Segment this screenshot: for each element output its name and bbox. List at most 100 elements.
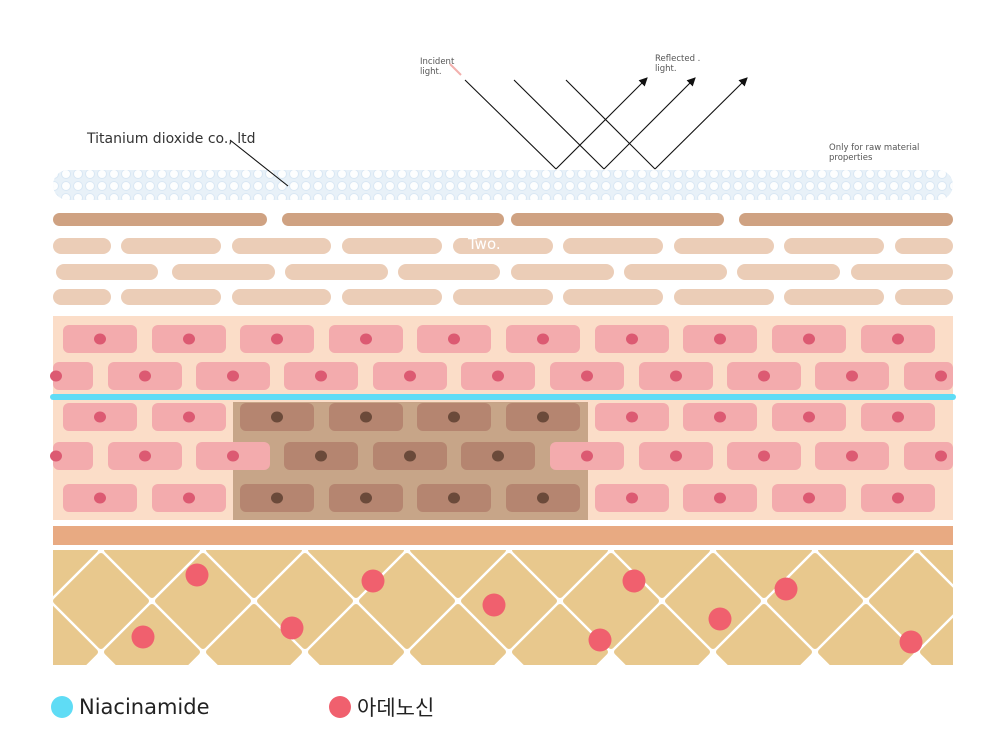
cell-nucleus-icon [271, 333, 283, 345]
legend-adenosine-label: 아데노신 [357, 696, 435, 720]
cell-nucleus-icon [448, 492, 460, 504]
adenosine-dot-icon [280, 616, 304, 640]
two-label: Two. [468, 235, 501, 253]
cell-nucleus-icon [846, 370, 858, 382]
stratum-top-strip [739, 213, 953, 226]
basement-membrane [53, 526, 953, 545]
cell-nucleus-icon [714, 333, 726, 345]
corneocyte [737, 264, 840, 280]
collagen-tile [410, 604, 506, 665]
cell-nucleus-icon [94, 411, 106, 423]
cell-nucleus-icon [183, 411, 195, 423]
cell-nucleus-icon [670, 370, 682, 382]
legend-niacinamide: Niacinamide [51, 695, 210, 719]
legend-adenosine: 아데노신 [329, 692, 434, 722]
corneocyte [674, 289, 774, 305]
legend-niacinamide-label: Niacinamide [79, 695, 210, 719]
cell-nucleus-icon [139, 450, 151, 462]
corneocyte [895, 238, 953, 254]
cell-nucleus-icon [537, 411, 549, 423]
corneocyte [121, 238, 221, 254]
cell-nucleus-icon [803, 492, 815, 504]
cell-nucleus-icon [935, 370, 947, 382]
corneocyte [563, 238, 663, 254]
cell-nucleus-icon [803, 333, 815, 345]
cell-nucleus-icon [626, 492, 638, 504]
corneocyte [398, 264, 500, 280]
cell-nucleus-icon [892, 333, 904, 345]
niacinamide-barrier-line [50, 394, 956, 400]
collagen-tile [512, 550, 608, 598]
cell-nucleus-icon [360, 333, 372, 345]
cell-nucleus-icon [404, 370, 416, 382]
reflected-light-label: Reflected . light. [655, 54, 701, 74]
collagen-tile [53, 553, 149, 649]
collagen-tile [920, 617, 953, 665]
cell-nucleus-icon [94, 333, 106, 345]
cell-nucleus-icon [404, 450, 416, 462]
cell-nucleus-icon [448, 411, 460, 423]
cell-nucleus-icon [537, 333, 549, 345]
adenosine-dot-icon [588, 628, 612, 652]
adenosine-dot-icon [185, 563, 209, 587]
collagen-tile [716, 550, 812, 598]
cell-nucleus-icon [183, 333, 195, 345]
collagen-tile [206, 550, 302, 598]
cell-nucleus-icon [892, 492, 904, 504]
adenosine-dot-icon [708, 607, 732, 631]
skin-layers-svg [50, 63, 956, 665]
corneocyte [53, 238, 111, 254]
stratum-top-strip [53, 213, 267, 226]
cell-nucleus-icon [492, 450, 504, 462]
cell-nucleus-icon [271, 492, 283, 504]
cell-nucleus-icon [227, 370, 239, 382]
adenosine-dot-icon [361, 569, 385, 593]
cell-nucleus-icon [50, 370, 62, 382]
raw-material-note: Only for raw material properties [829, 143, 920, 163]
cell-nucleus-icon [492, 370, 504, 382]
cell-nucleus-icon [271, 411, 283, 423]
incident-light-ray [513, 79, 605, 170]
keratinocyte-cell [904, 442, 953, 470]
corneocyte [121, 289, 221, 305]
cell-nucleus-icon [758, 450, 770, 462]
corneocyte [895, 289, 953, 305]
cell-nucleus-icon [537, 492, 549, 504]
adenosine-dot-icon [774, 577, 798, 601]
corneocyte [784, 238, 884, 254]
collagen-tile [920, 550, 953, 585]
collagen-tile [155, 553, 251, 649]
cell-nucleus-icon [581, 450, 593, 462]
cell-nucleus-icon [892, 411, 904, 423]
collagen-tile [461, 553, 557, 649]
collagen-tile [410, 550, 506, 598]
cell-nucleus-icon [626, 333, 638, 345]
keratinocyte-cell [53, 362, 93, 390]
cell-nucleus-icon [581, 370, 593, 382]
niacinamide-dot-icon [51, 696, 73, 718]
keratinocyte-cell [904, 362, 953, 390]
corneocyte [56, 264, 158, 280]
adenosine-dot-icon [329, 696, 351, 718]
corneocyte [511, 264, 614, 280]
cell-nucleus-icon [714, 411, 726, 423]
collagen-tile [308, 604, 404, 665]
incident-light-ray [464, 79, 557, 170]
cell-nucleus-icon [139, 370, 151, 382]
collagen-tile [818, 550, 914, 598]
adenosine-dot-icon [482, 593, 506, 617]
stratum-top-strip [282, 213, 504, 226]
reflected-light-ray [603, 77, 696, 170]
corneocyte [285, 264, 388, 280]
cell-nucleus-icon [448, 333, 460, 345]
cell-nucleus-icon [626, 411, 638, 423]
corneocyte [784, 289, 884, 305]
cell-nucleus-icon [714, 492, 726, 504]
collagen-tile [614, 604, 710, 665]
corneocyte [563, 289, 663, 305]
corneocyte [674, 238, 774, 254]
adenosine-dot-icon [899, 630, 923, 654]
corneocyte [851, 264, 953, 280]
collagen-tile [818, 604, 914, 665]
